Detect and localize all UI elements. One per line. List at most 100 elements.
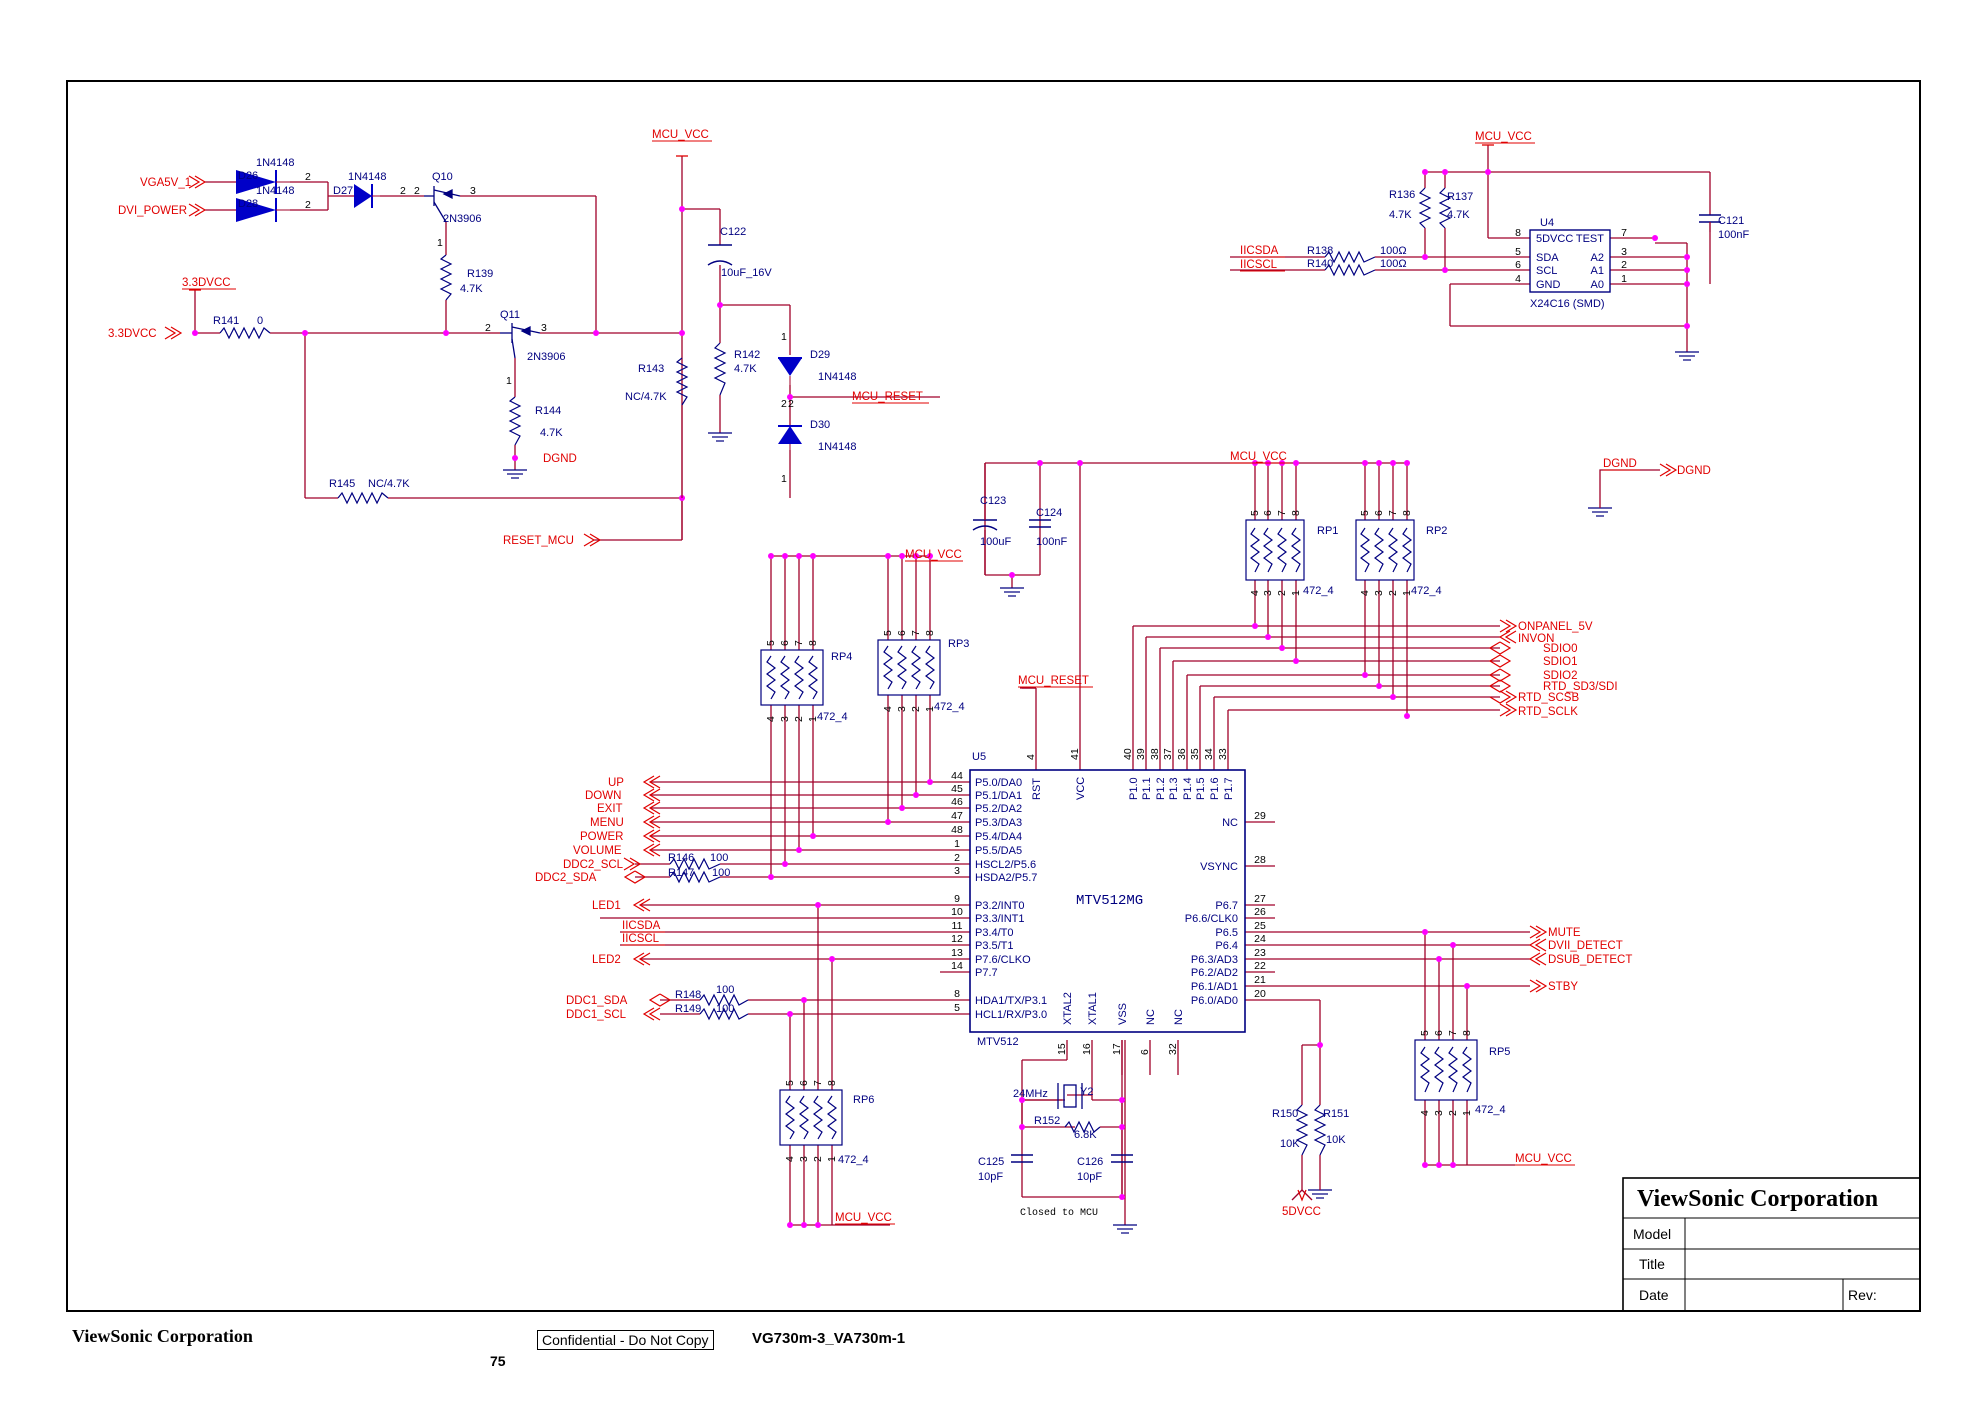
r148-ref: R148 [675,989,701,1001]
u4-pin-number: 7 [1621,227,1627,239]
c122-ref: C122 [720,226,746,238]
u5-pin-name: P3.3/INT1 [975,913,1025,925]
wires [194,145,1711,1226]
net-reset_mcu: RESET_MCU [503,535,574,547]
rp-pin-number: 8 [1401,510,1413,516]
net-down: DOWN [585,790,621,802]
u5-pin-name: P7.7 [975,967,998,979]
net-power: POWER [580,831,623,843]
rp1-ref: RP1 [1317,525,1338,537]
u5-pin-name: P1.3 [1168,777,1180,800]
u5-pin-number: 13 [951,947,963,959]
u5-pin-number: 23 [1254,947,1266,959]
u5-pin-name: P5.1/DA1 [975,790,1022,802]
u4-pin-number: 3 [1621,246,1627,258]
u5-pin-number: 29 [1254,810,1266,822]
q11-val: 2N3906 [527,351,566,363]
u5-pin-number: 14 [951,960,963,972]
net-invon: INVON [1518,633,1554,645]
c121-ref: C121 [1718,215,1744,227]
u5-pin-name: P6.5 [1215,927,1238,939]
c123-val: 100uF [980,536,1011,548]
rp-pin-number: 1 [1401,590,1413,596]
transistor-icon [424,186,541,359]
u4-pin-name: 5DVCC [1536,233,1573,245]
c124-ref: C124 [1036,507,1062,519]
y2-val: 24MHz [1013,1088,1048,1100]
rp-pin-number: 5 [1419,1030,1431,1036]
u5-pin-number: 40 [1122,748,1134,760]
net-stby: STBY [1548,981,1578,993]
u5-pin-name: VSS [1117,1003,1129,1025]
d26-ref: D26 [238,170,258,182]
u5-pin-group: P5.0/DA044P5.1/DA145P5.2/DA246P5.3/DA347… [951,748,1266,1055]
part-labels: 1N4148 D26 1N4148 D28 1N4148 D27 Q10 2N3… [213,157,1749,1183]
rp-pin-number: 6 [1262,510,1274,516]
rp5-val: 472_4 [1475,1104,1506,1116]
net-ddc2_scl: DDC2_SCL [563,859,624,871]
rp-pin-number: 2 [1447,1110,1459,1116]
u5-ref: U5 [972,751,986,763]
r143-ref: R143 [638,363,664,375]
title-model-label: Model [1633,1226,1671,1242]
net-3.3dvcc-port: 3.3DVCC [108,328,157,340]
u4-pin-number: 1 [1621,273,1627,285]
net-mcu_vcc-rp3: MCU_VCC [905,549,962,561]
c126-ref: C126 [1077,1156,1103,1168]
r148-val: 100 [716,984,734,996]
rp-pin-number: 7 [910,630,922,636]
rp1-val: 472_4 [1303,585,1334,597]
u5-pin-number: 28 [1254,854,1266,866]
r150-ref: R150 [1272,1108,1298,1120]
net-mcu_vcc-rp5: MCU_VCC [1515,1153,1572,1165]
c122-val: 10uF_16V [721,267,772,279]
u5-pin-name: P5.3/DA3 [975,817,1022,829]
c123-ref: C123 [980,495,1006,507]
d28-val: 1N4148 [256,185,295,197]
net-sdio0: SDIO0 [1543,643,1578,655]
rp-pin-number: 6 [1433,1030,1445,1036]
r138-ref: R138 [1307,245,1333,257]
r141-ref: R141 [213,315,239,327]
rp2-val: 472_4 [1411,585,1442,597]
rp-pin-number: 3 [896,706,908,712]
net-5dvcc: 5DVCC [1282,1206,1321,1218]
net-dvi_power: DVI_POWER [118,205,187,217]
rp-pin-number: 5 [1359,510,1371,516]
title-rev-label: Rev: [1848,1287,1877,1303]
rp-pin-number: 7 [1276,510,1288,516]
r147-val: 100 [712,867,730,879]
u4-pin-name: GND [1536,279,1561,291]
u5-pin-number: 9 [954,893,960,905]
u5-pin-number: 36 [1176,748,1188,760]
u5-pin-name: NC [1173,1009,1185,1025]
rp-pin-number: 4 [1359,590,1371,596]
r150-val: 10K [1280,1138,1300,1150]
svg-text:2: 2 [305,199,311,211]
rp3-val: 472_4 [934,701,965,713]
u5-pin-number: 32 [1167,1043,1179,1055]
u5-pin-number: 5 [954,1002,960,1014]
junctions [192,169,1690,1228]
rp-pin-number: 3 [1373,590,1385,596]
u5-pin-name: XTAL1 [1087,992,1099,1025]
u5-pin-number: 46 [951,796,963,808]
title-block: ViewSonic Corporation Model Title Date R… [1622,1177,1921,1312]
u5-pin-number: 15 [1056,1043,1068,1055]
r149-val: 100 [716,1003,734,1015]
net-mute: MUTE [1548,927,1581,939]
net-rtd_sd3: RTD_SD3/SDI [1543,681,1618,693]
resistor-icon [219,187,1452,1156]
rp4-body [760,649,824,706]
r147-ref: R147 [668,867,694,879]
u5-pin-number: 4 [1025,754,1037,760]
rp-pin-number: 5 [784,1080,796,1086]
u5-pin-number: 16 [1081,1043,1093,1055]
net-mcu_reset-top: MCU_RESET [852,391,923,403]
sheet-border [66,80,1921,1312]
rp-pin-number: 5 [765,640,777,646]
u5-pin-number: 1 [954,838,960,850]
rp-pin-number: 2 [910,706,922,712]
title-title-label: Title [1639,1256,1665,1272]
rp-pin-group: 5463728154637281546372815463728154637281… [765,510,1473,1162]
